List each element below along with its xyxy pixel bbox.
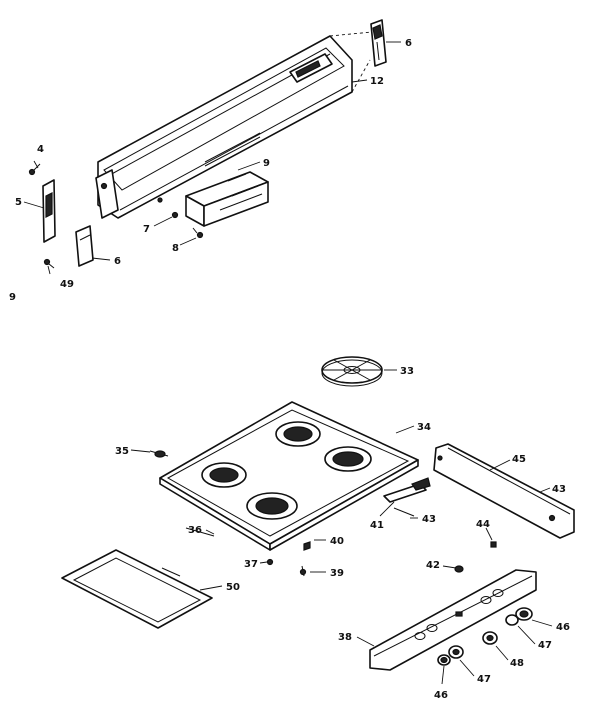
callout-stray: 9 <box>9 292 16 303</box>
clip-39 <box>299 565 307 577</box>
end-bracket-lower <box>75 225 94 267</box>
callout-38: 38 <box>338 632 352 643</box>
wire-36 <box>185 527 215 537</box>
knob-bottom <box>448 645 464 659</box>
callout-42: 42 <box>426 560 440 571</box>
clip-40 <box>303 541 311 551</box>
callout-49: 49 <box>60 279 74 290</box>
screw-44 <box>490 541 497 548</box>
callout-34: 34 <box>417 422 431 433</box>
callout-7: 7 <box>143 224 150 235</box>
callout-46-right: 46 <box>556 622 570 633</box>
callout-50: 50 <box>226 582 240 593</box>
end-bracket-left <box>42 179 56 243</box>
callout-43-right: 43 <box>552 484 566 495</box>
callout-40: 40 <box>330 536 344 547</box>
callout-35: 35 <box>115 446 129 457</box>
screw-35 <box>149 450 169 458</box>
callout-36: 36 <box>188 525 202 536</box>
callout-33: 33 <box>400 366 414 377</box>
callout-8: 8 <box>172 243 179 254</box>
callout-46-bottom: 46 <box>434 690 448 701</box>
callout-12: 12 <box>370 76 384 87</box>
timer-module <box>185 171 269 227</box>
bezel-48 <box>482 631 498 645</box>
callout-48: 48 <box>510 658 524 669</box>
callout-41: 41 <box>370 520 384 531</box>
callout-43-mid: 43 <box>422 514 436 525</box>
callout-45: 45 <box>512 454 526 465</box>
screw-49 <box>43 258 55 269</box>
callout-47-right: 47 <box>538 640 552 651</box>
end-bracket-top <box>370 19 387 67</box>
callout-37: 37 <box>244 559 258 570</box>
drip-tray <box>61 549 213 629</box>
screw-4 <box>28 163 41 176</box>
knob-right <box>515 607 533 621</box>
screw-8 <box>192 227 204 239</box>
backguard-panel <box>95 31 373 219</box>
control-panel-front <box>369 569 537 671</box>
callout-labels: 6 12 4 5 9 7 8 6 49 9 33 34 35 45 43 41 … <box>9 38 570 701</box>
bezel-bottom <box>437 654 451 666</box>
rear-rail <box>433 443 575 539</box>
callout-5: 5 <box>15 197 22 208</box>
bezel-right <box>505 614 519 626</box>
screw-37 <box>266 558 274 566</box>
callout-6-left: 6 <box>114 256 121 267</box>
callout-4: 4 <box>37 144 44 155</box>
callout-44: 44 <box>476 519 490 530</box>
callout-47-bottom: 47 <box>477 674 491 685</box>
leader-lines <box>23 41 553 685</box>
screw-7 <box>171 211 179 219</box>
burner-grate <box>321 356 383 387</box>
callout-6-top: 6 <box>405 38 412 49</box>
cooktop <box>159 401 419 551</box>
bracket-41 <box>383 477 431 517</box>
screw-42 <box>454 565 464 573</box>
callout-9: 9 <box>263 158 270 169</box>
callout-39: 39 <box>330 568 344 579</box>
